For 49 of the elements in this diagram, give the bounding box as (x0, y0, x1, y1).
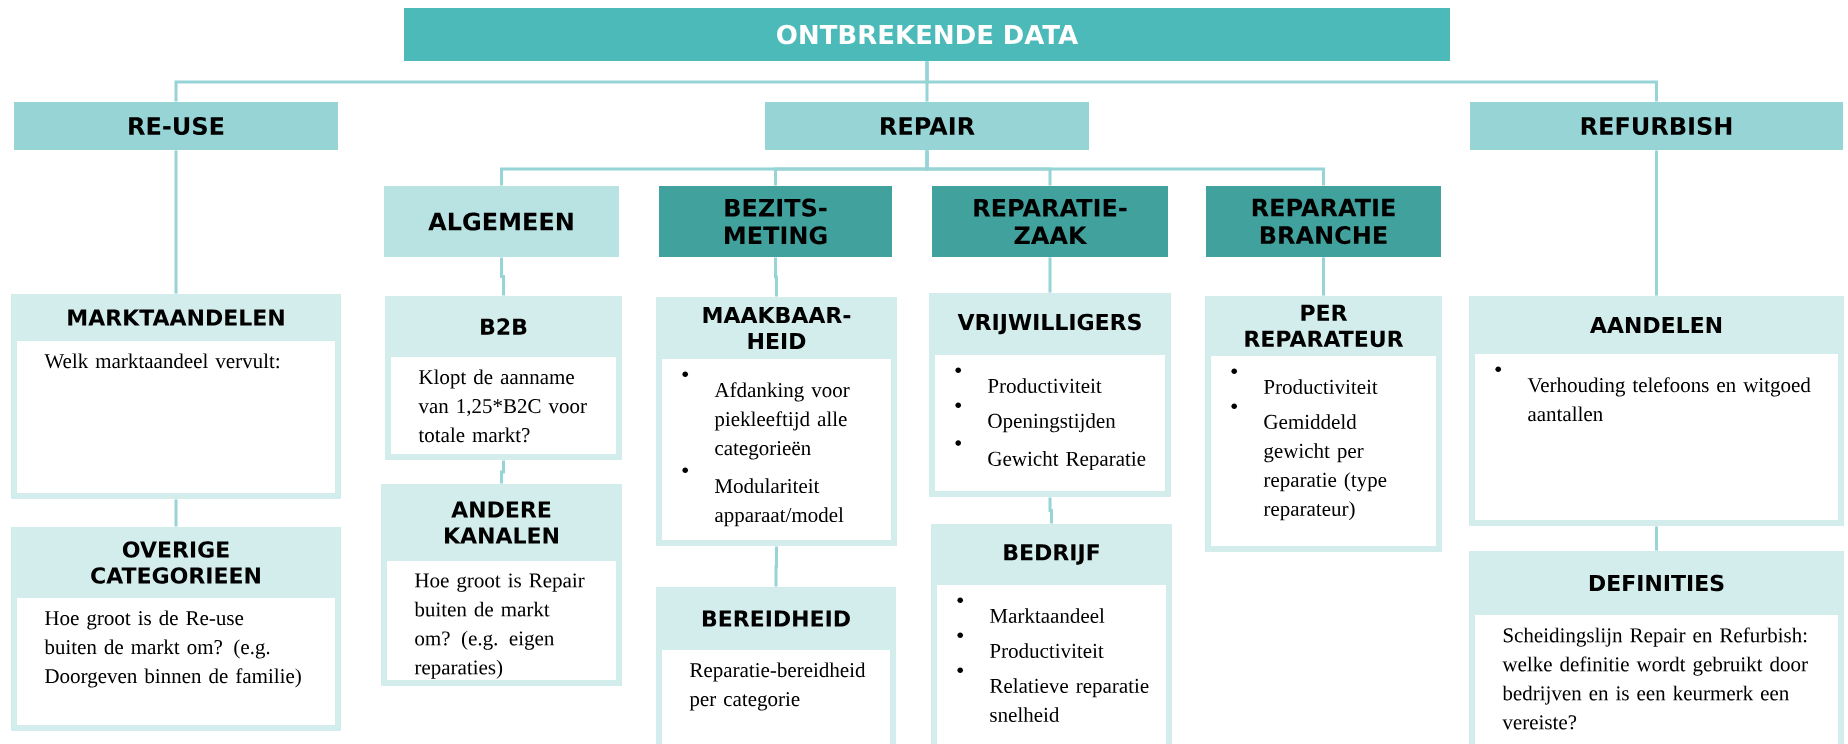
body-text: Scheidingslijn Repair en Refurbish: welke definitie wordt gebruikt door bedrijven en is een keurmerk een vereiste? (1502, 627, 1808, 730)
body-text: Klopt de aanname van 1,25*B2C voor totale markt? (418, 369, 587, 443)
category-box: REPAIR (765, 102, 1089, 150)
connector-line (925, 61, 1658, 102)
list-item: Relatieve reparatie snelheid (957, 667, 1149, 722)
list-item: Modulariteit apparaat/model (682, 467, 844, 527)
connector-line (1048, 497, 1053, 524)
list-item: Productiviteit (1231, 368, 1378, 394)
list-item: Afdanking voor piekleeftijd alle categorieën (682, 371, 850, 460)
list-item: Verhouding telefoons en witgoed aantallen (1495, 366, 1811, 422)
card: B2B Klopt de aanname van 1,25*B2C voor totale markt? (385, 296, 622, 460)
list-item: Gemiddeld gewicht per reparatie (type reparateur) (1231, 403, 1387, 521)
list-item: Marktaandeel (957, 597, 1105, 623)
card: MAAKBAAR-HEID Afdanking voor piekleeftijd alle categorieën Modulariteit apparaat/model (656, 297, 897, 546)
card: VRIJWILLIGERS Productiviteit Openingstijden Gewicht Reparatie (929, 293, 1171, 497)
category-box: RE-USE (14, 102, 338, 150)
connector-line (174, 499, 178, 527)
card: ANDERE KANALEN Hoe groot is Repair buiten de markt om? (e.g. eigen reparaties) (381, 484, 622, 686)
connector-line (1048, 257, 1052, 293)
body-text: Welk marktaandeel vervult: (44, 353, 279, 369)
subcategory-box: ALGEMEEN (384, 186, 619, 257)
connector-line (774, 257, 778, 297)
connector-line (1655, 526, 1658, 551)
connector-line (500, 257, 505, 296)
body-text: Reparatie-bereidheid per categorie (689, 662, 866, 711)
subcategory-box: BEZITS-METING (659, 186, 892, 257)
card: MARKTAANDELEN Welk marktaandeel vervult: (11, 294, 341, 499)
card: BEDRIJF Marktaandeel Productiviteit Relatieve reparatie snelheid (931, 524, 1172, 744)
card: AANDELEN Verhouding telefoons en witgoed aantallen (1469, 296, 1844, 526)
body-text: Hoe groot is Repair buiten de markt om? (e.g. eigen reparaties) (414, 573, 585, 679)
subcategory-box: REPARATIE-ZAAK (932, 186, 1168, 257)
subcategory-box: REPARATIE BRANCHE (1206, 186, 1441, 257)
card: BEREIDHEID Reparatie-bereidheid per categorie (656, 587, 896, 744)
connector-line (500, 460, 505, 484)
body-text: Hoe groot is de Re-use buiten de markt om? (e.g. Doorgeven binnen de familie) (44, 610, 301, 688)
connector-line (174, 150, 178, 294)
card: PER REPARATEUR Productiviteit Gemiddeld gewicht per reparatie (type reparateur) (1205, 296, 1442, 552)
card: DEFINITIES Scheidingslijn Repair en Refurbish: welke definitie wordt gebruikt door bedrijven en is een keurmerk een vereiste? (1469, 551, 1844, 744)
connector-line (925, 150, 1325, 186)
card: OVERIGE CATEGORIEEN Hoe groot is de Re-use buiten de markt om? (e.g. Doorgeven binnen de familie) (11, 527, 341, 731)
connector-line (774, 546, 778, 587)
connector-line (1322, 257, 1325, 296)
list-item: Openingstijden (955, 402, 1116, 433)
list-item: Productiviteit (955, 367, 1102, 393)
connector-line (1655, 150, 1658, 296)
list-item: Gewicht Reparatie (955, 440, 1146, 471)
title-banner: ONTBREKENDE DATA (404, 8, 1450, 61)
category-box: REFURBISH (1470, 102, 1843, 150)
list-item: Productiviteit (957, 632, 1104, 658)
